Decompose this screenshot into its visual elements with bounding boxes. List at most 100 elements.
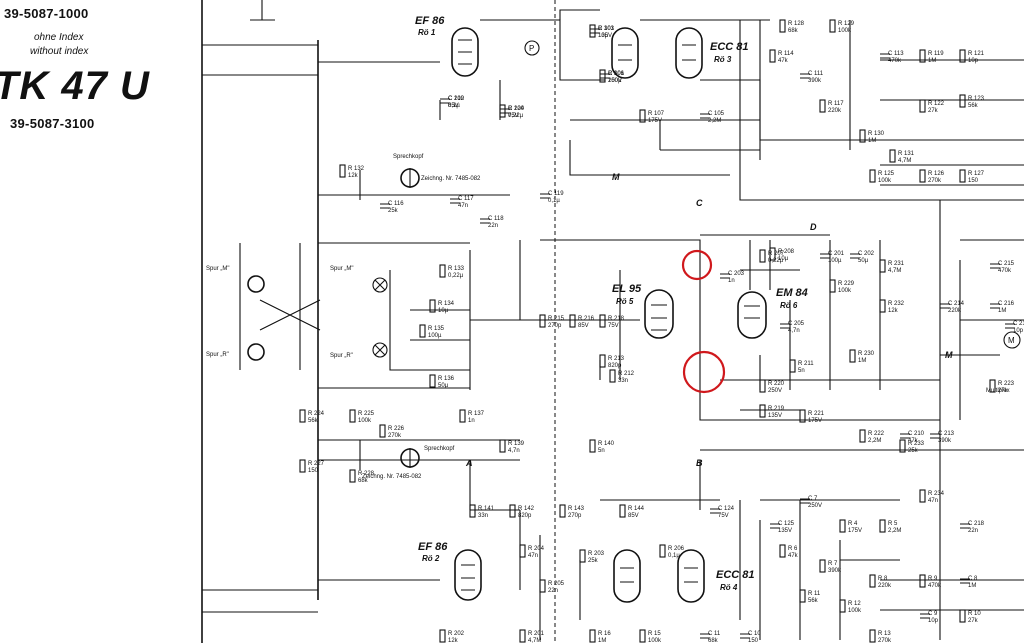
component-value: 2,2M <box>708 118 721 124</box>
component-designator: R 142 <box>518 506 535 512</box>
resistor <box>639 109 646 123</box>
tube-type-label: ECC 81 <box>716 569 755 581</box>
component-value: 100k <box>878 178 892 184</box>
component-designator: R 121 <box>968 51 985 57</box>
component-designator: R 8 <box>878 576 888 582</box>
capacitor-symbols <box>380 28 1015 639</box>
component-value: 47k <box>788 553 799 559</box>
component-designator: R 119 <box>928 51 944 57</box>
component-designator: R 11 <box>808 591 821 597</box>
resistor <box>559 504 566 518</box>
component-value: 85V <box>448 103 459 109</box>
tube-ref-label: Rö 2 <box>422 554 440 563</box>
resistor <box>519 544 526 558</box>
component-value: 1n <box>728 278 735 284</box>
node-labels: C D A B M M <box>465 172 953 468</box>
component-value: 4,7M <box>888 268 901 274</box>
component-value: 100k <box>648 638 662 643</box>
component-value: 22n <box>488 223 498 229</box>
resistor <box>759 379 766 393</box>
index-note-de: ohne Index <box>34 32 84 43</box>
component-value: 175V <box>848 528 862 534</box>
resistor <box>879 259 886 273</box>
component-value: 135V <box>598 33 612 39</box>
component-value: 22n <box>968 528 978 534</box>
component-designator: R 129 <box>838 21 855 27</box>
component-designator: C 119 <box>548 191 564 197</box>
svg-text:A: A <box>465 458 473 468</box>
component-value: 10µ <box>598 33 609 39</box>
potentiometer-p: P <box>524 40 540 56</box>
resistor <box>869 629 876 643</box>
svg-text:Spur „R": Spur „R" <box>206 352 229 358</box>
component-value: 56k <box>968 103 979 109</box>
svg-text:D: D <box>810 222 817 232</box>
component-value: 68k <box>788 28 799 34</box>
resistor <box>509 504 516 518</box>
resistor <box>459 409 466 423</box>
component-value: 12k <box>888 308 899 314</box>
component-designator: C 8 <box>968 576 978 582</box>
component-designator: R 117 <box>828 101 844 107</box>
capacitor <box>960 578 970 584</box>
component-designator: R 216 <box>578 316 595 322</box>
component-value: 2,2M <box>888 528 901 534</box>
component-value: 1M <box>868 138 876 144</box>
resistor <box>769 247 776 261</box>
resistor <box>349 409 356 423</box>
indicator-section <box>700 234 1024 420</box>
resistor <box>899 439 906 453</box>
component-designator: R 203 <box>588 551 605 557</box>
component-value: 4,7n <box>508 448 520 454</box>
resistor <box>589 24 596 38</box>
component-designator: R 127 <box>968 171 985 177</box>
component-value: 820p <box>518 513 532 519</box>
component-value: 68k <box>358 478 369 484</box>
component-designator: R 12 <box>848 601 861 607</box>
resistor <box>819 559 826 573</box>
capacitor <box>820 253 830 259</box>
top-channel-wiring <box>318 9 1024 201</box>
resistor <box>859 129 866 143</box>
component-designator: C 210 <box>908 431 925 437</box>
component-value: 10p <box>968 58 979 64</box>
component-value: 0,22µ <box>508 113 524 119</box>
component-designator: R 207 <box>768 251 785 257</box>
resistor <box>639 629 646 643</box>
component-value: 820p <box>608 363 622 369</box>
svg-text:Spur „R": Spur „R" <box>330 353 353 359</box>
capacitor <box>800 498 810 504</box>
highlight-c9 <box>682 350 726 394</box>
component-value: 470k <box>888 58 902 64</box>
resistor <box>599 69 606 83</box>
resistor <box>959 609 966 623</box>
component-designator: R 229 <box>838 281 855 287</box>
component-designator: R 218 <box>608 316 625 322</box>
component-designator: C 213 <box>938 431 955 437</box>
component-value: 175V <box>808 418 822 424</box>
resistor <box>519 629 526 643</box>
tube-type-label: EL 95 <box>612 283 642 295</box>
component-designator: C 103 <box>598 26 615 32</box>
component-value: 10p <box>1013 328 1024 334</box>
resistor <box>499 439 506 453</box>
capacitor <box>770 523 780 529</box>
resistor <box>349 469 356 483</box>
component-value: 270k <box>928 178 942 184</box>
capacitor <box>710 508 720 514</box>
tube-rö3: ECC 81 Rö 3 <box>611 27 749 79</box>
resistor <box>839 519 846 533</box>
component-designator: C 217 <box>1013 321 1024 327</box>
resistor <box>919 99 926 113</box>
component-designator: R 211 <box>798 361 814 367</box>
component-value: 250V <box>768 388 782 394</box>
component-designator: C 216 <box>998 301 1015 307</box>
svg-text:P: P <box>529 44 534 53</box>
svg-text:Multiplex: Multiplex <box>986 388 1010 394</box>
component-value: 4,7M <box>898 158 911 164</box>
component-value: 2,2M <box>868 438 881 444</box>
component-designator: R 215 <box>548 316 565 322</box>
component-value: 250V <box>608 78 622 84</box>
tube-type-label: EM 84 <box>776 287 808 299</box>
